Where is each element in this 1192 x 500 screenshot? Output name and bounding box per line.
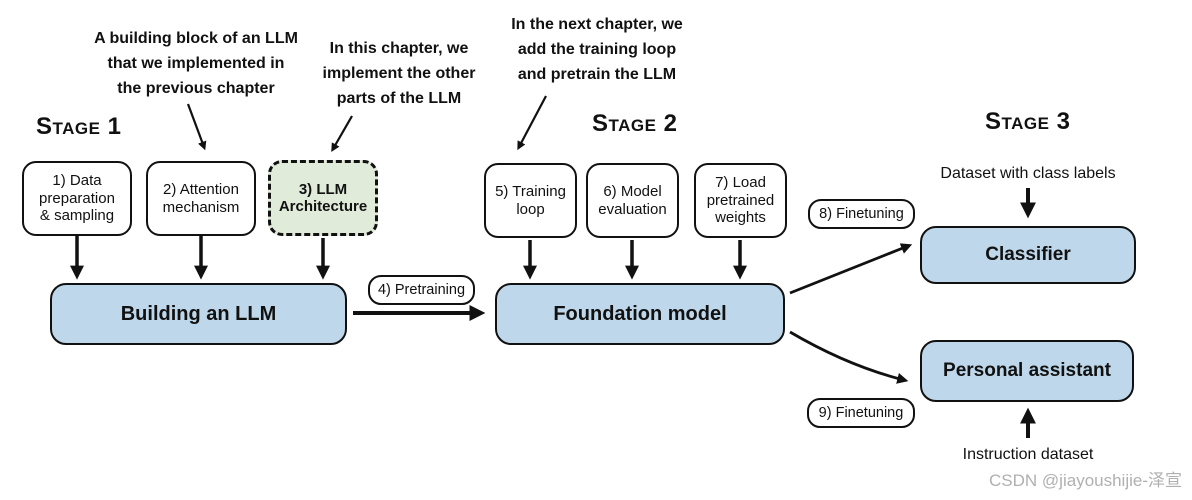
step-box-data-preparation: 1) Data preparation & sampling: [22, 161, 132, 236]
step-line: 3) LLM: [298, 180, 348, 198]
stage-1-label: Stage 1: [36, 113, 122, 140]
node-classifier: Classifier: [920, 226, 1136, 284]
arrow-note-to-training-loop: [517, 95, 547, 151]
arrow-finetune-to-classifier: [789, 243, 913, 295]
step-line: 2) Attention: [163, 181, 239, 198]
step-line: pretrained: [706, 191, 775, 209]
label-pretraining: 4) Pretraining: [368, 275, 475, 305]
step-line: Architecture: [278, 198, 368, 215]
arrow-finetune-to-assistant: [789, 330, 909, 384]
annotation-line: A building block of an LLM: [94, 30, 298, 47]
step-line: 6) Model: [603, 183, 662, 200]
step-line: 1) Data: [52, 172, 102, 190]
arrow-note-to-attention: [186, 103, 207, 151]
step-line: loop: [516, 200, 545, 218]
annotation-line: the previous chapter: [117, 80, 275, 97]
step-box-attention-mechanism: 2) Attention mechanism: [146, 161, 256, 236]
step-line: 7) Load: [715, 174, 766, 192]
annotation-next-chapter: In the next chapter, we add the training…: [511, 12, 683, 87]
step-box-load-pretrained-weights: 7) Load pretrained weights: [694, 163, 787, 238]
step-line: 5) Training: [495, 183, 566, 200]
annotation-line: that we implemented in: [107, 55, 285, 72]
watermark: CSDN @jiayoushijie-泽宣: [989, 471, 1182, 490]
annotation-line: In the next chapter, we: [511, 16, 683, 33]
node-personal-assistant: Personal assistant: [920, 340, 1134, 402]
stage-3-label: Stage 3: [985, 108, 1071, 135]
stage-2-label: Stage 2: [592, 110, 678, 137]
annotation-this-chapter: In this chapter, we implement the other …: [323, 36, 476, 111]
node-foundation-model: Foundation model: [495, 283, 785, 345]
step-box-llm-architecture: 3) LLM Architecture: [268, 160, 378, 236]
step-line: preparation: [39, 189, 115, 207]
step-box-training-loop: 5) Training loop: [484, 163, 577, 238]
annotation-line: and pretrain the LLM: [517, 66, 677, 83]
annotation-line: In this chapter, we: [329, 40, 469, 57]
label-instruction-dataset: Instruction dataset: [962, 446, 1094, 463]
step-line: weights: [715, 209, 766, 227]
annotation-line: parts of the LLM: [336, 90, 462, 107]
step-line: evaluation: [598, 200, 667, 218]
annotation-line: add the training loop: [517, 41, 677, 58]
step-line: mechanism: [162, 198, 240, 216]
label-finetuning-assistant: 9) Finetuning: [807, 398, 915, 428]
arrow-note-to-architecture: [331, 115, 353, 153]
label-finetuning-classifier: 8) Finetuning: [808, 199, 915, 229]
annotation-attention: A building block of an LLM that we imple…: [94, 26, 298, 101]
node-building-an-llm: Building an LLM: [50, 283, 347, 345]
label-dataset-class-labels: Dataset with class labels: [940, 165, 1116, 182]
annotation-line: implement the other: [322, 65, 476, 82]
step-line: & sampling: [39, 207, 115, 225]
step-box-model-evaluation: 6) Model evaluation: [586, 163, 679, 238]
